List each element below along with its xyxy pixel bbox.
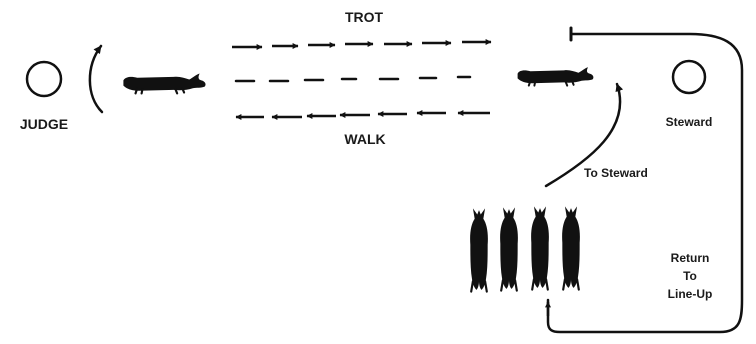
steward-marker: Steward	[666, 59, 713, 129]
judge-label: JUDGE	[20, 116, 68, 132]
trot-arrows	[232, 39, 492, 50]
lineup-group	[468, 205, 582, 293]
return-label-line2: To	[683, 269, 697, 283]
return-label-line3: Line-Up	[668, 287, 713, 301]
to-steward-label: To Steward	[584, 166, 648, 180]
steward-label: Steward	[666, 115, 713, 129]
steward-circle-icon	[671, 59, 707, 95]
judge-circle-icon	[25, 60, 63, 98]
walk-arrows	[235, 110, 490, 120]
return-label-line1: Return	[671, 251, 710, 265]
lineup-animal-icon	[560, 205, 582, 291]
judge-marker: JUDGE	[20, 60, 68, 132]
lineup-animal-icon	[529, 205, 551, 291]
lineup-animal-icon	[468, 207, 490, 293]
lineup-animal-icon	[498, 206, 520, 292]
walk-label: WALK	[344, 131, 385, 147]
return-loop-path	[546, 32, 744, 334]
animal-icon	[516, 65, 595, 87]
animal-icon	[122, 72, 207, 95]
return-to-lineup-label: Return To Line-Up	[668, 251, 713, 301]
trot-label: TROT	[345, 9, 384, 25]
judge-turn-arrow-icon	[88, 44, 104, 114]
center-line-dashes	[234, 75, 472, 83]
to-steward-arrow-icon	[544, 82, 624, 188]
